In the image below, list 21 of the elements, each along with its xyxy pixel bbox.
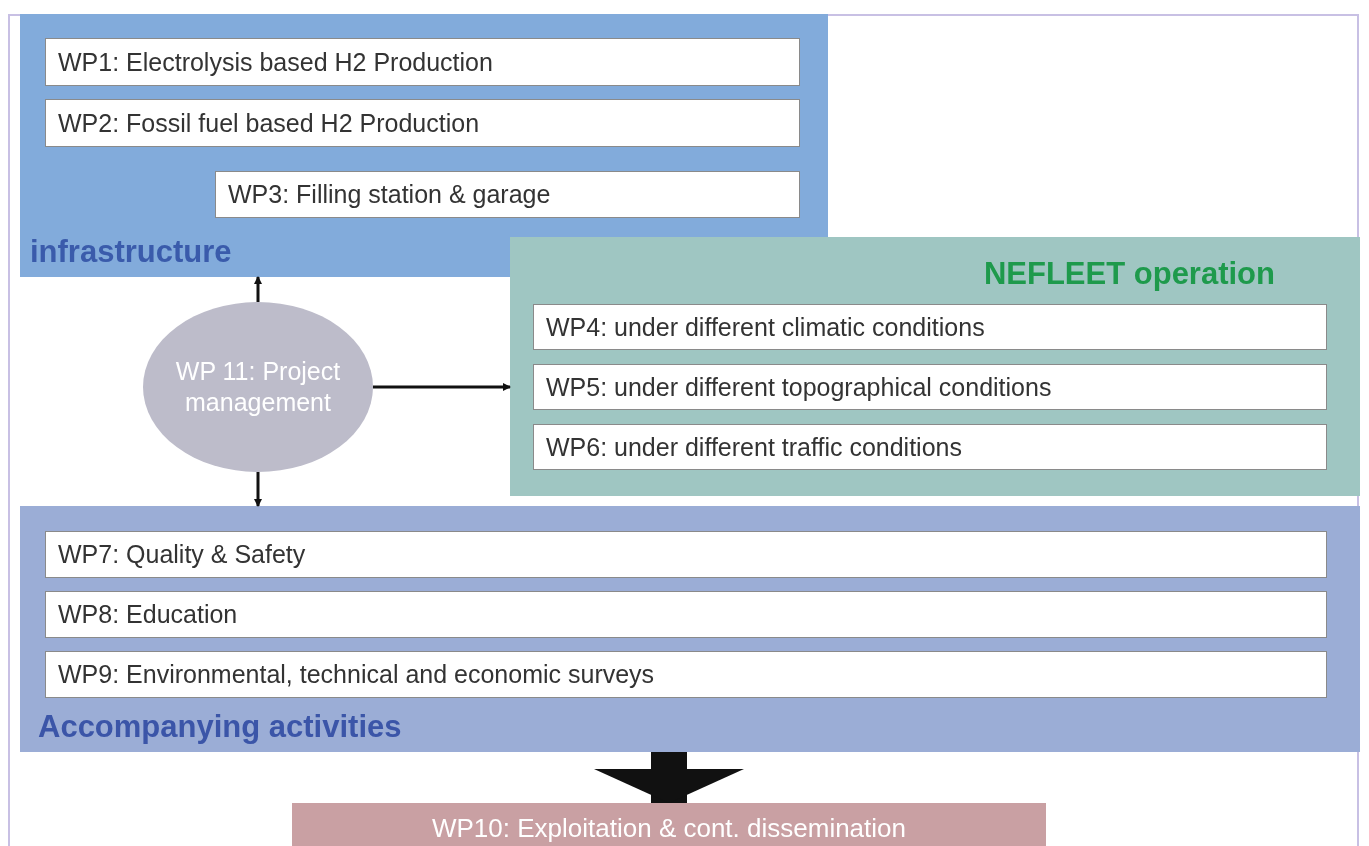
block-arrow xyxy=(594,752,744,803)
work-package-box: WP9: Environmental, technical and economic surveys xyxy=(45,651,1327,698)
work-package-box: WP3: Filling station & garage xyxy=(215,171,800,218)
group-panel xyxy=(510,237,1360,496)
arrow xyxy=(254,472,262,507)
arrow xyxy=(373,383,511,391)
group-panel xyxy=(20,506,1360,752)
arrow xyxy=(254,276,262,302)
group-title: infrastructure xyxy=(30,236,232,267)
work-package-box: WP4: under different climatic conditions xyxy=(533,304,1327,350)
group-title: Accompanying activities xyxy=(38,711,402,742)
work-package-box: WP5: under different topographical conditions xyxy=(533,364,1327,410)
work-package-box: WP1: Electrolysis based H2 Production xyxy=(45,38,800,86)
ellipse-node: WP 11: Project management xyxy=(143,302,373,472)
group-title: NEFLEET operation xyxy=(983,258,1275,289)
work-package-box: WP7: Quality & Safety xyxy=(45,531,1327,578)
output-box: WP10: Exploitation & cont. dissemination xyxy=(292,803,1046,846)
work-package-box: WP6: under different traffic conditions xyxy=(533,424,1327,470)
work-package-box: WP2: Fossil fuel based H2 Production xyxy=(45,99,800,147)
work-package-box: WP8: Education xyxy=(45,591,1327,638)
group-panel xyxy=(20,14,828,277)
